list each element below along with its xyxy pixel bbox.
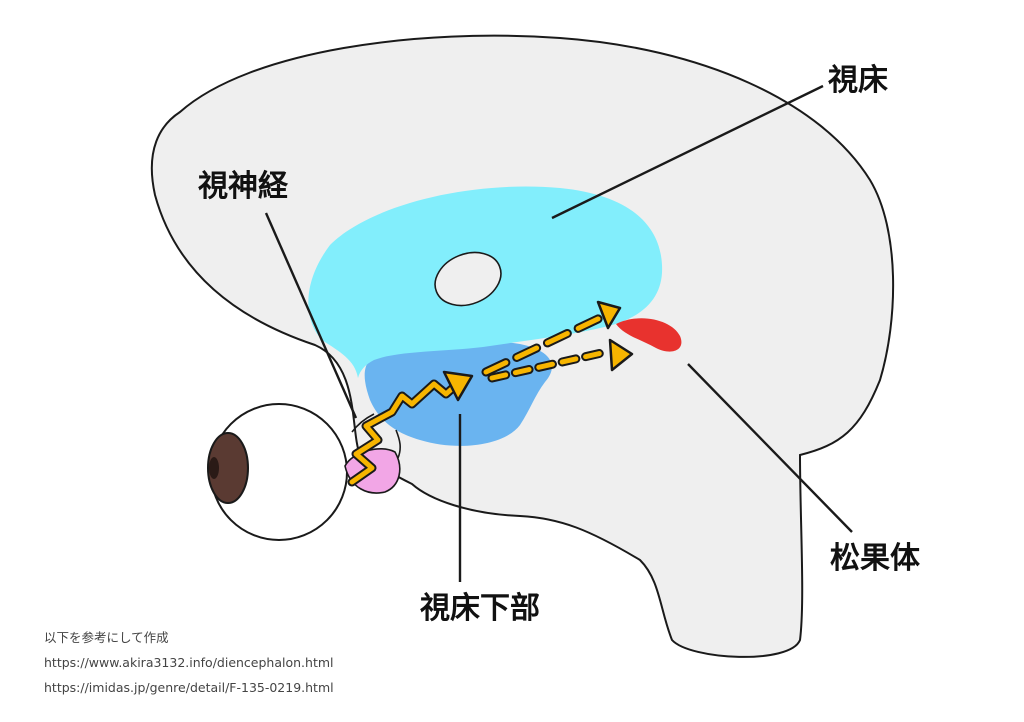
thalamus-hole [434,251,502,307]
zigzag-arrowhead [442,370,474,402]
label-thalamus: 視床 [828,63,888,98]
leader-line-thalamus [551,84,824,220]
dashed-arrowhead-thalamus [596,300,622,330]
source-url-2: https://imidas.jp/genre/detail/F-135-021… [44,680,334,695]
source-url-1: https://www.akira3132.info/diencephalon.… [44,655,334,670]
source-note: 以下を参考にして作成 [44,630,169,645]
pupil [207,432,249,504]
label-hypothalamus: 視床下部 [420,591,540,626]
leader-line-optic-nerve [264,212,358,419]
leader-line-pineal [687,363,853,533]
label-pineal-body: 松果体 [830,541,920,576]
dashed-arrowhead-pineal [608,338,634,372]
optic-nerve-link [351,413,401,459]
pineal-body-shape [616,318,682,352]
label-optic-nerve: 視神経 [198,169,288,204]
pupil-highlight [209,457,219,479]
